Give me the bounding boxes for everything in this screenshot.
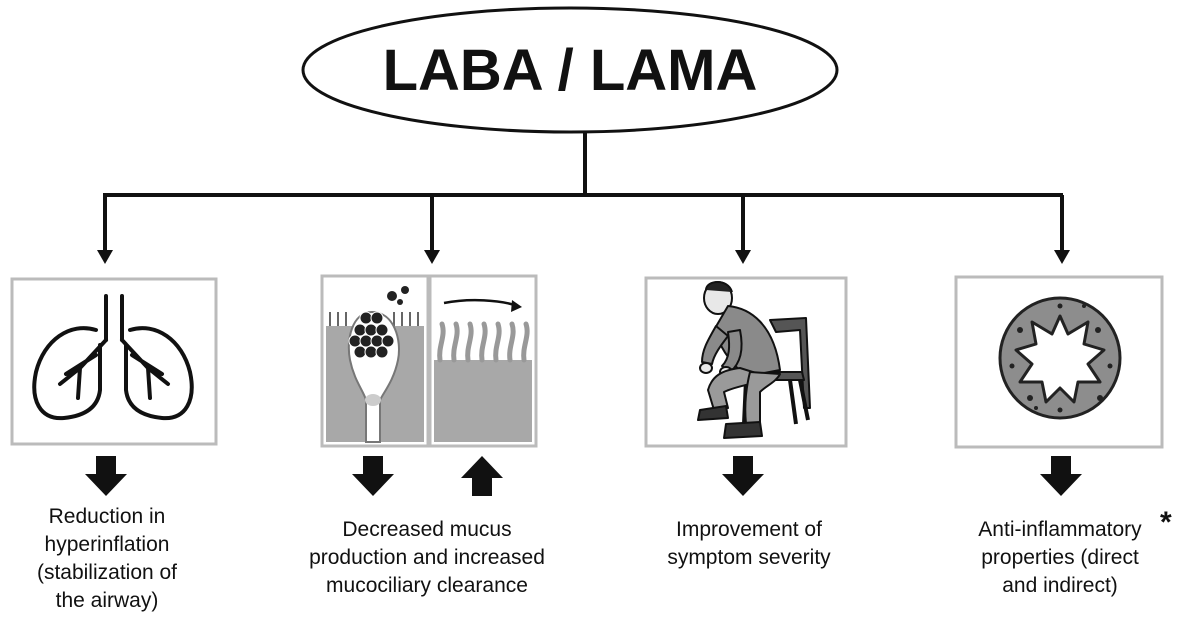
caption-line: symptom severity (667, 546, 831, 569)
caption-line: the airway) (55, 589, 159, 612)
caption-line: (stabilization of (36, 561, 178, 584)
connector-tree (103, 132, 1064, 256)
down-arrow (1040, 456, 1082, 496)
caption-line: production and increased (309, 546, 545, 569)
panel-symptoms (644, 276, 848, 448)
caption-line: Anti-inflammatory (978, 518, 1142, 541)
arrowhead-1 (97, 250, 113, 264)
lungs-icon (32, 294, 194, 421)
caption-line: and indirect) (1002, 574, 1118, 597)
effect-caption-hyperinflation: Reduction in hyperinflation (stabilizati… (0, 503, 214, 615)
caption-line: Reduction in (48, 505, 166, 528)
seated-person-icon (697, 281, 811, 439)
panel-mucus (320, 274, 538, 448)
caption-line: Improvement of (676, 518, 822, 541)
effect-caption-inflammation: Anti-inflammatory properties (direct and… (940, 516, 1180, 600)
effect-caption-symptoms: Improvement of symptom severity (634, 516, 864, 572)
down-arrow (85, 456, 127, 496)
up-arrow (461, 456, 503, 496)
panel-lungs (10, 277, 218, 446)
effect-caption-mucus: Decreased mucus production and increased… (262, 516, 592, 600)
caption-line: mucociliary clearance (326, 574, 528, 597)
caption-line: Decreased mucus (342, 518, 512, 541)
caption-line: hyperinflation (44, 533, 170, 556)
footnote-asterisk: * (1160, 506, 1172, 539)
branch-arrowheads (97, 250, 1070, 264)
arrowhead-2 (424, 250, 440, 264)
airway-cross-section-icon (998, 296, 1122, 420)
effect-arrows (85, 456, 1082, 496)
title-node: LABA / LAMA (301, 6, 839, 134)
arrowhead-4 (1054, 250, 1070, 264)
panel-inflammation (954, 275, 1164, 449)
title-text: LABA / LAMA (383, 38, 758, 103)
mucus-gland-icon (326, 286, 424, 443)
cilia-icon (434, 298, 532, 442)
caption-line: properties (direct (981, 546, 1139, 569)
title-ellipse (301, 6, 839, 134)
down-arrow (722, 456, 764, 496)
down-arrow (352, 456, 394, 496)
arrowhead-3 (735, 250, 751, 264)
